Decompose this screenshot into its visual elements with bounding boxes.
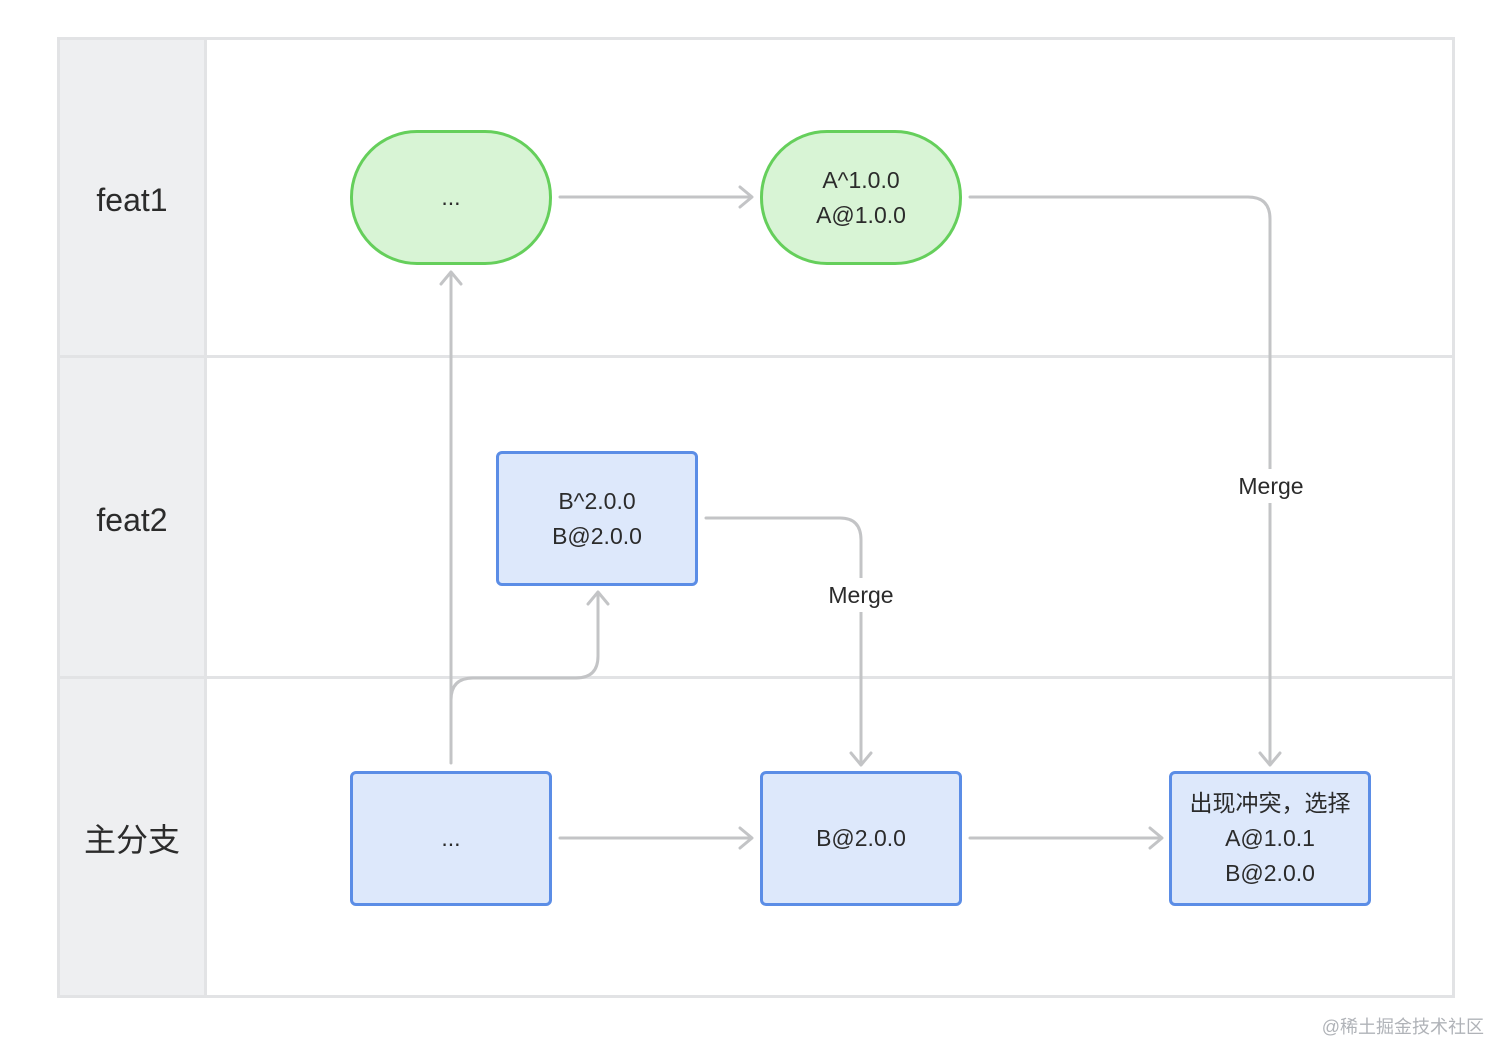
node-text: B@2.0.0 (552, 522, 642, 549)
node-text: ... (441, 825, 461, 851)
node-text: A@1.0.0 (816, 201, 906, 228)
node-text: B@2.0.0 (816, 825, 906, 851)
node-feat1-start: ... (350, 130, 552, 265)
swimlane-frame (57, 37, 1455, 998)
node-feat2-b: B^2.0.0 B@2.0.0 (496, 451, 698, 586)
lane-label-column (57, 37, 207, 998)
node-main-b: B@2.0.0 (760, 771, 962, 906)
arrow-head (1258, 751, 1282, 767)
arrow-head (439, 270, 463, 286)
node-text: B@2.0.0 (1225, 860, 1315, 886)
arrow-head (738, 185, 754, 209)
lane-label-feat2: feat2 (96, 502, 168, 538)
arrow-head (738, 826, 754, 850)
lane-label-main: 主分支 (83, 822, 180, 858)
edge-main-to-feat2 (449, 592, 600, 702)
node-main-conflict: 出现冲突，选择 A@1.0.1 B@2.0.0 (1169, 771, 1371, 906)
node-text: ... (441, 184, 461, 210)
merge-label-feat2: Merge (822, 578, 900, 612)
node-text: B^2.0.0 (558, 487, 636, 514)
edge-feat1-merge (968, 195, 1272, 765)
arrow-head (1148, 826, 1164, 850)
node-text: A^1.0.0 (822, 166, 900, 193)
node-text: A@1.0.1 (1225, 825, 1315, 851)
node-main-start: ... (350, 771, 552, 906)
merge-label-feat1: Merge (1232, 469, 1310, 503)
edge-feat2-merge (704, 516, 863, 765)
node-text: 出现冲突，选择 (1189, 790, 1351, 816)
lane-divider (57, 355, 1455, 358)
lane-label-feat1: feat1 (96, 182, 168, 218)
arrow-head (849, 751, 873, 767)
lane-divider (57, 676, 1455, 679)
watermark: @稀土掘金技术社区 (1321, 1017, 1484, 1037)
arrow-head (586, 590, 610, 606)
node-feat1-a: A^1.0.0 A@1.0.0 (760, 130, 962, 265)
